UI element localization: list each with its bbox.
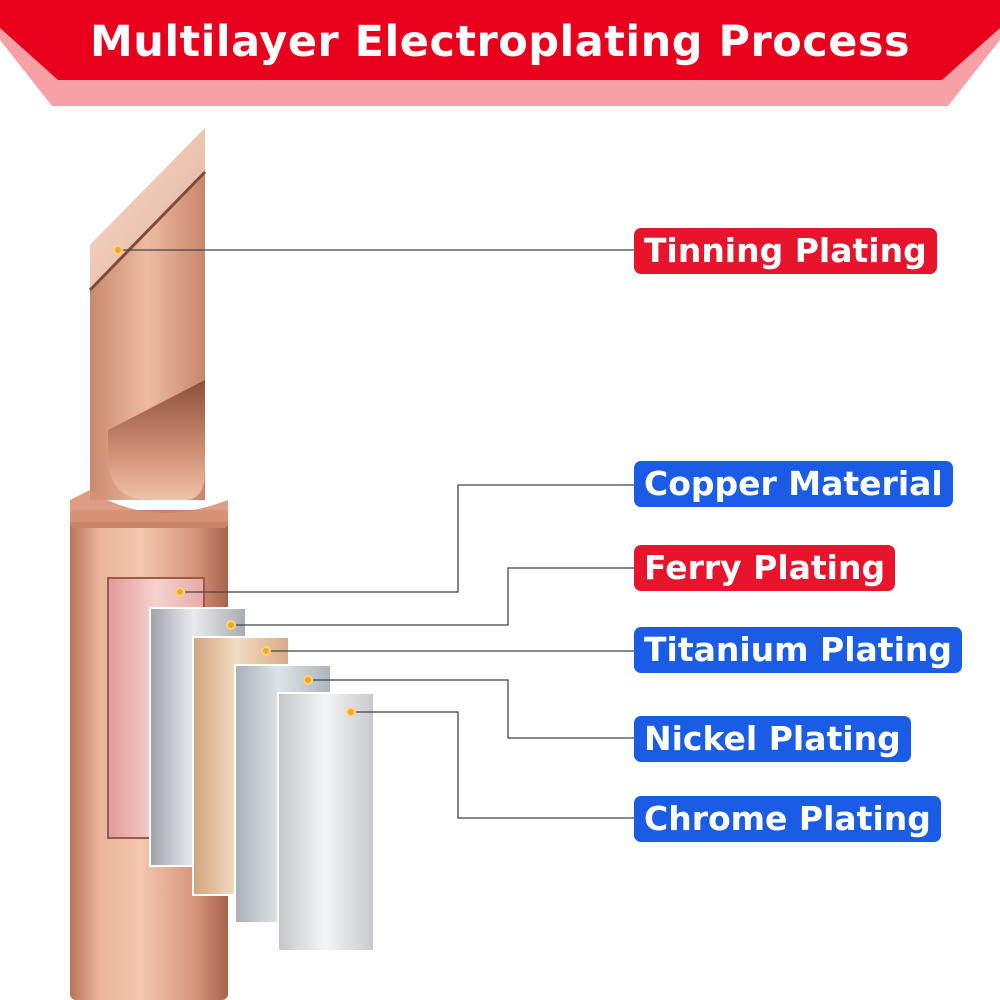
marker-dot [303, 675, 313, 685]
marker-dot [175, 587, 185, 597]
page-title: Multilayer Electroplating Process [89, 17, 911, 67]
tip-bevel-edge [88, 170, 207, 292]
label-ferry-plating: Ferry Plating [634, 545, 896, 591]
leader-line-copper [180, 484, 634, 593]
leader-line-chrome [351, 711, 634, 819]
leader-line-ferry [231, 567, 634, 626]
leader-line-nickel [308, 679, 634, 739]
tip-scoop [108, 380, 205, 500]
label-tinning-plating: Tinning Plating [634, 228, 937, 274]
tip-neck [70, 490, 228, 522]
marker-dot [261, 646, 271, 656]
marker-dot [226, 620, 236, 630]
label-titanium-plating: Titanium Plating [634, 627, 963, 673]
label-nickel-plating: Nickel Plating [634, 716, 911, 762]
marker-dot [113, 245, 123, 255]
banner-shape [0, 0, 1000, 106]
chrome-plating-layer [277, 692, 375, 952]
marker-dot [346, 707, 356, 717]
label-chrome-plating: Chrome Plating [634, 796, 941, 842]
title-banner: Multilayer Electroplating Process [0, 0, 1000, 106]
label-copper-material: Copper Material [634, 461, 953, 507]
